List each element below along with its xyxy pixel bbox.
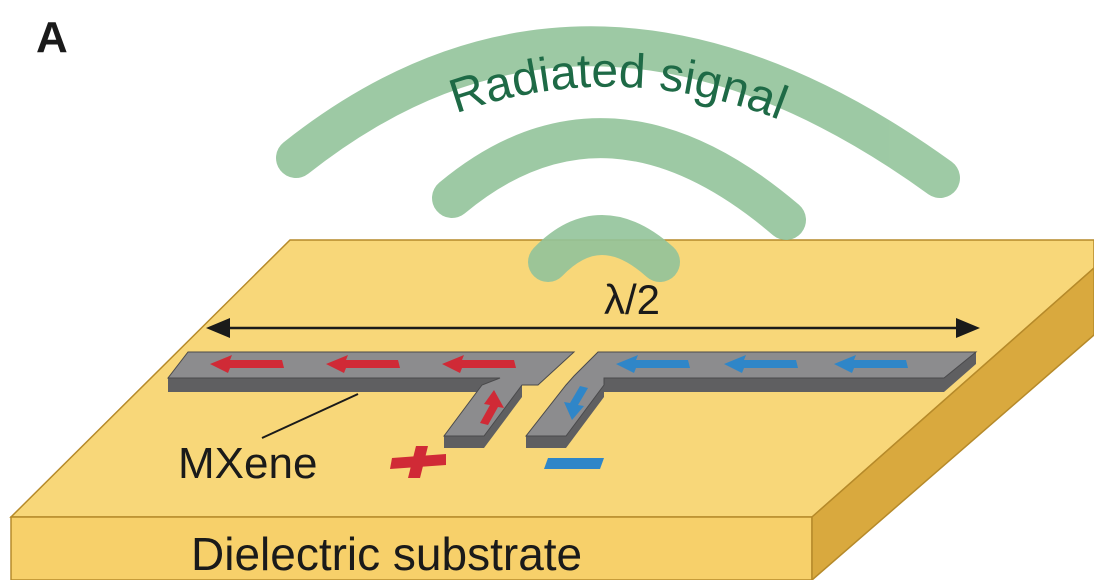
mxene-dipole — [166, 351, 978, 448]
current-arrow-right-2 — [724, 355, 798, 373]
dimension-arrowhead-right — [956, 318, 980, 338]
right-feed-right-side — [566, 385, 604, 448]
current-arrow-left-feed — [480, 390, 504, 425]
right-feed-side — [526, 436, 566, 448]
left-feed-side — [444, 436, 484, 448]
current-arrow-right-feed — [564, 386, 588, 420]
current-arrow-left-1 — [210, 355, 284, 373]
mxene-leader-line — [261, 393, 359, 439]
current-arrow-left-3 — [442, 355, 516, 373]
dielectric-substrate — [9, 239, 1094, 582]
left-arm-top — [166, 351, 576, 437]
right-arm-side — [604, 378, 944, 392]
panel-label: A — [36, 13, 68, 62]
wave-middle — [432, 118, 806, 240]
mxene-label: MXene — [178, 439, 317, 488]
current-arrows-left — [210, 355, 516, 425]
dimension-arrowhead-left — [206, 318, 230, 338]
radiated-signal-waves — [276, 26, 960, 282]
plus-bar-vertical — [408, 446, 428, 478]
right-arm-top — [524, 351, 978, 437]
left-arm-side — [168, 378, 500, 392]
half-wavelength-dimension: λ/2 — [206, 276, 980, 338]
current-arrow-left-2 — [326, 355, 400, 373]
wave-outer — [276, 26, 960, 198]
polarity-plus — [390, 446, 446, 478]
substrate-side-face — [811, 266, 1094, 582]
substrate-label: Dielectric substrate — [191, 528, 582, 580]
left-feed-right-side — [484, 385, 522, 448]
polarity-minus — [544, 458, 604, 469]
wave-inner — [528, 215, 680, 282]
current-arrow-right-1 — [616, 355, 690, 373]
right-arm-end — [944, 352, 976, 392]
half-wavelength-label: λ/2 — [604, 276, 660, 323]
current-arrow-right-3 — [834, 355, 908, 373]
current-arrows-right — [564, 355, 908, 420]
